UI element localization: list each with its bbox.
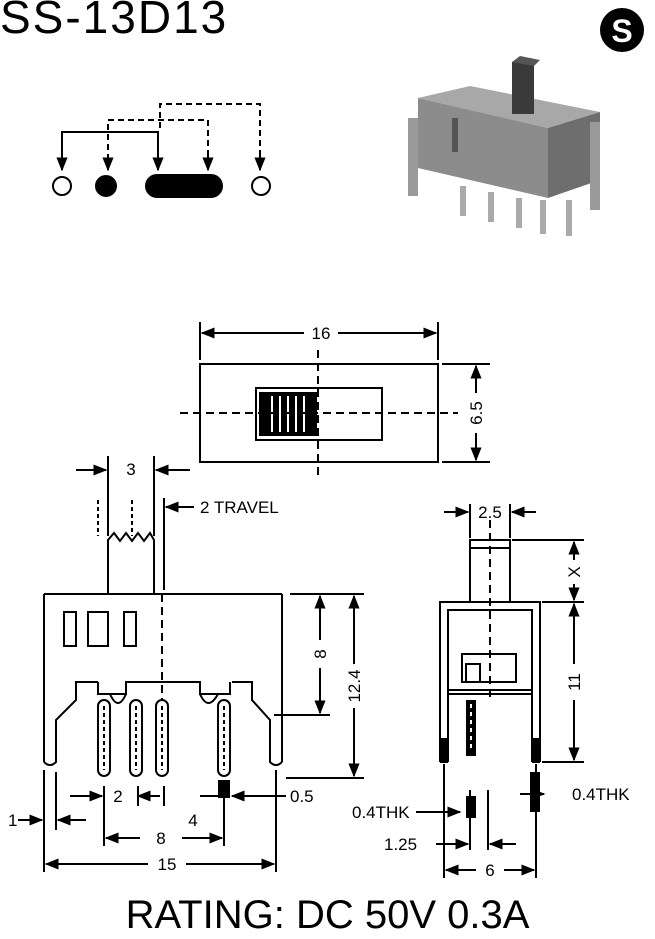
side-view [18, 456, 364, 872]
dim-4: 4 [188, 811, 197, 830]
dim-1-25: 1.25 [384, 835, 417, 854]
dim-2-5: 2.5 [478, 503, 502, 522]
dim-12-4: 12.4 [345, 669, 364, 702]
end-view [416, 504, 584, 878]
dim-0-4thk-left: 0.4THK [352, 803, 410, 822]
dim-6: 6 [485, 861, 494, 880]
dim-16: 16 [312, 324, 331, 343]
dim-1: 1 [8, 811, 17, 830]
brand-logo: S [600, 8, 644, 52]
dim-2-travel: 2 TRAVEL [200, 498, 279, 517]
product-photo [408, 56, 600, 236]
dim-8: 8 [311, 649, 330, 658]
dim-15: 15 [158, 855, 177, 874]
dim-3: 3 [126, 460, 135, 479]
rating-text: RATING: DC 50V 0.3A [125, 893, 530, 937]
model-title: SS-13D13 [0, 0, 229, 43]
dim-11: 11 [565, 673, 584, 691]
dim-0-4thk-right: 0.4THK [572, 785, 630, 804]
switch-schematic [52, 103, 271, 198]
dim-x: X [565, 566, 584, 577]
end-view-pins [440, 700, 540, 818]
dim-0-5: 0.5 [290, 787, 314, 806]
pin-width-marker [218, 780, 230, 798]
dim-8-bottom: 8 [156, 829, 165, 848]
dim-6-5: 6.5 [467, 401, 486, 425]
dim-2: 2 [113, 787, 122, 806]
top-view [180, 322, 490, 475]
brand-logo-letter: S [611, 13, 632, 49]
